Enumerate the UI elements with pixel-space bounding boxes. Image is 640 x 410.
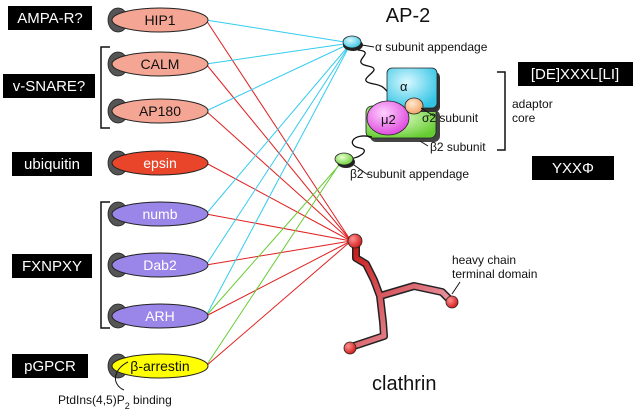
arh-to-beta2-line	[205, 161, 343, 317]
calm-pill	[111, 51, 209, 77]
arh-to-alpha-line	[205, 42, 352, 317]
clathrin-molecule: heavy chain terminal domain clathrin	[343, 233, 537, 395]
ap180-pill	[111, 98, 209, 124]
epsin-label: epsin	[143, 155, 176, 171]
vsnare-box	[3, 74, 95, 98]
arrestin-to-beta2-line	[205, 159, 343, 367]
arh-label: ARH	[145, 308, 175, 324]
clathrin-foot-left	[343, 341, 357, 355]
ubiquitin-label: ubiquitin	[24, 156, 80, 173]
sigma2-label: σ2 subunit	[422, 111, 479, 125]
hip1-to-alpha-line	[205, 19, 352, 44]
connection-lines	[205, 19, 352, 367]
dab2-pill	[111, 252, 209, 278]
hip1-to-clathrin-line	[205, 19, 352, 242]
numb-to-clathrin-line	[205, 213, 352, 242]
hip1-pill	[111, 7, 209, 33]
yxx-box	[532, 156, 614, 180]
dexxxl-label: [DE]XXXL[LI]	[531, 66, 619, 83]
ap180-to-alpha-line	[205, 42, 352, 112]
alpha-symbol: α	[400, 79, 408, 94]
alpha-hinge	[357, 49, 389, 93]
dexxxl-box	[518, 62, 633, 86]
clathrin-leg	[351, 241, 453, 349]
fxnpxy-label: FXNPXY	[22, 258, 82, 275]
numb-pill	[111, 201, 209, 227]
ap180-label: AP180	[139, 103, 181, 119]
pgpcr-box	[12, 354, 88, 378]
vsnare-bracket	[100, 46, 110, 129]
numb-to-alpha-line	[205, 42, 352, 215]
calm-label: CALM	[141, 56, 180, 72]
mu2-symbol: μ2	[381, 112, 396, 127]
heavy-chain-pointer	[451, 281, 461, 295]
arrestin-to-clathrin-line	[205, 240, 352, 367]
pgpcr-label: pGPCR	[24, 358, 76, 375]
yxx-label: YXXΦ	[552, 160, 594, 177]
left-brackets	[100, 46, 110, 329]
dab2-label: Dab2	[143, 257, 177, 273]
numb-label: numb	[142, 206, 177, 222]
adaptor-core-label-2: core	[512, 111, 536, 125]
clathrin-leg-outline	[350, 240, 454, 350]
heavy-chain-label-1: heavy chain	[452, 253, 516, 267]
sigma2-pointer	[420, 107, 435, 117]
clathrin-label: clathrin	[372, 373, 436, 395]
adaptor-core-bracket	[497, 71, 506, 151]
fxnpxy-box	[12, 254, 92, 278]
ap180-to-clathrin-line	[205, 110, 352, 242]
calm-to-clathrin-line	[205, 63, 352, 242]
adaptor-core-label-1: adaptor	[512, 97, 553, 111]
ptdins-pointer	[115, 361, 129, 391]
alpha-appendage-pointer	[361, 44, 375, 48]
arh-pill	[111, 303, 209, 329]
clathrin-foot-right	[445, 295, 459, 309]
heavy-chain-label-2: terminal domain	[452, 267, 537, 281]
ap2-complex: α subunit appendage α μ2 σ2 subunit β2 s…	[334, 35, 488, 181]
beta2-appendage-pointer	[353, 164, 369, 176]
clathrin-terminal-domain	[347, 233, 363, 249]
dab2-to-alpha-line	[205, 42, 352, 266]
arrestin-pill	[111, 353, 209, 379]
beta2-appendage-label: β2 subunit appendage	[350, 167, 469, 181]
vsnare-label: v-SNARE?	[13, 78, 86, 95]
epsin-pill	[111, 150, 209, 176]
calm-to-alpha-line	[205, 42, 352, 65]
ptdins-label: PtdIns(4,5)P2 binding	[58, 393, 172, 410]
beta2-pointer	[419, 140, 429, 147]
alpha-appendage-lobe	[342, 35, 362, 49]
arh-to-clathrin-line	[205, 240, 352, 317]
ubiquitin-box	[12, 152, 92, 176]
epsin-to-clathrin-line	[205, 162, 352, 242]
ap2-title: AP-2	[386, 5, 430, 27]
left-label-boxes: AMPA-R? v-SNARE? ubiquitin FXNPXY pGPCR	[3, 6, 95, 378]
fxnpxy-bracket	[100, 201, 110, 329]
arrestin-label: β-arrestin	[130, 358, 189, 374]
dab2-to-clathrin-line	[205, 240, 352, 266]
hip1-label: HIP1	[144, 12, 175, 28]
mu2-shape	[366, 100, 410, 136]
sigma2-shape	[404, 97, 424, 115]
ampar-label: AMPA-R?	[17, 10, 83, 27]
beta2-hinge	[349, 135, 373, 159]
beta2-label: β2 subunit	[430, 140, 486, 154]
ampar-box	[8, 6, 92, 30]
beta2-appendage-shape	[334, 152, 354, 166]
alpha-appendage-label: α subunit appendage	[375, 40, 488, 54]
